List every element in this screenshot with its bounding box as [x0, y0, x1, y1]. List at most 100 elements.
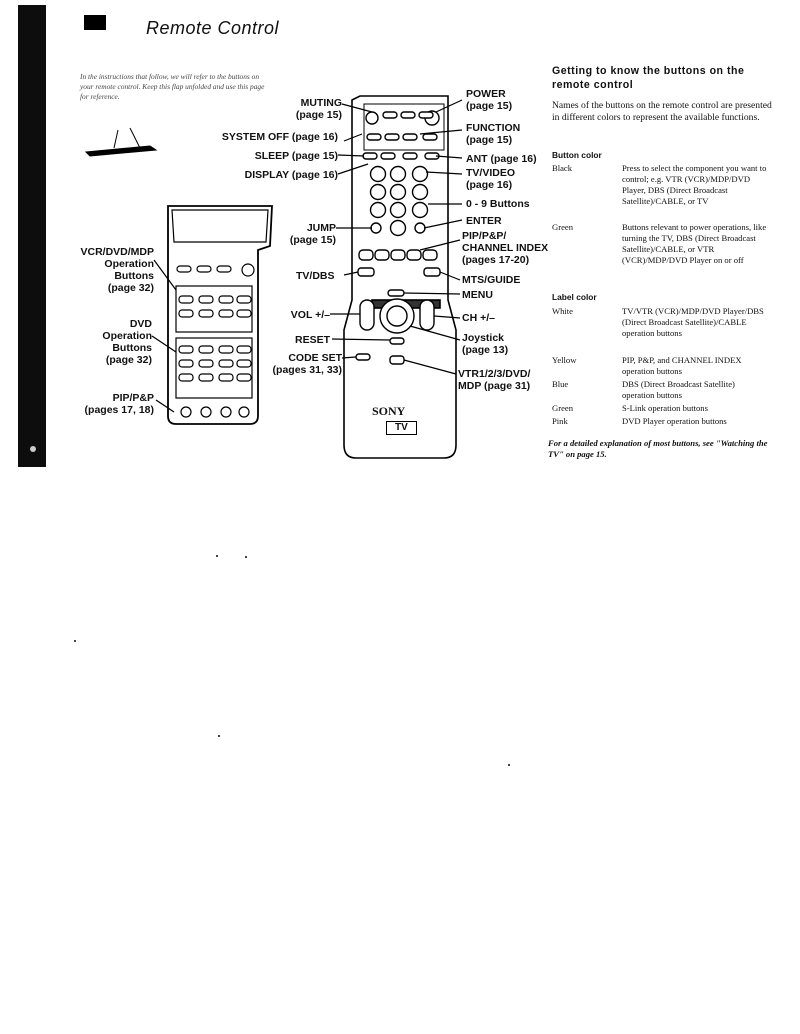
flap-dvd-button — [218, 373, 234, 382]
leader-line — [337, 163, 369, 175]
function-button — [400, 111, 416, 119]
pip-button — [422, 249, 438, 261]
function-button — [422, 133, 438, 141]
flap-dvd-button — [218, 359, 234, 368]
control-button — [362, 152, 378, 160]
label-power: POWER(page 15) — [466, 88, 513, 112]
flap-button — [196, 265, 212, 273]
flap-pip-button — [220, 406, 232, 418]
label-reset: RESET — [294, 334, 330, 346]
leader-line — [343, 271, 359, 276]
tv-dbs-button — [357, 267, 375, 277]
intro-text: In the instructions that follow, we will… — [80, 72, 265, 101]
vtr-switch — [389, 355, 405, 365]
digit-button — [389, 201, 407, 219]
flap-dvd-button — [198, 359, 214, 368]
label-pip-pp: PIP/P&P(pages 17, 18) — [84, 392, 154, 416]
control-button — [380, 152, 396, 160]
leader-line — [337, 154, 365, 157]
label-menu: MENU — [462, 289, 493, 301]
digit-button — [411, 201, 429, 219]
label-vol: VOL +/– — [290, 309, 330, 321]
flap-vcr-button — [218, 295, 234, 304]
flap-dvd-button — [198, 345, 214, 354]
leader-line — [419, 129, 463, 135]
flap-button — [176, 265, 192, 273]
leader-line — [409, 325, 461, 341]
scan-speck — [245, 556, 247, 558]
digit-button — [389, 165, 407, 183]
sidebar-heading: Getting to know the buttons on the remot… — [552, 65, 745, 91]
flap-dvd-button — [178, 359, 194, 368]
code-set-button — [355, 353, 371, 361]
sidebar-body: Names of the buttons on the remote contr… — [552, 100, 772, 123]
pip-button — [358, 249, 374, 261]
muting-button — [365, 111, 379, 125]
flap-vcr-button — [236, 309, 252, 318]
flap-dvd-button — [178, 345, 194, 354]
label-enter: ENTER — [466, 215, 502, 227]
function-button — [418, 111, 434, 119]
flap-vcr-button — [236, 295, 252, 304]
leader-line — [341, 103, 373, 113]
leader-line — [435, 99, 463, 113]
section-tab-marker — [84, 15, 106, 30]
digit-button — [411, 165, 429, 183]
label-display: DISPLAY (page 16) — [244, 169, 338, 181]
leader-line — [331, 338, 391, 341]
label-digits: 0 - 9 Buttons — [466, 198, 530, 210]
flap-button — [216, 265, 232, 273]
leader-line — [403, 359, 457, 375]
pip-button — [374, 249, 390, 261]
binding-strip — [18, 5, 46, 467]
flap-pip-button — [200, 406, 212, 418]
digit-button — [369, 201, 387, 219]
flap-vcr-button — [198, 295, 214, 304]
scan-speck — [218, 735, 220, 737]
flap-vcr-button — [178, 309, 194, 318]
leader-line — [343, 133, 363, 142]
flap-thumbnail — [84, 127, 158, 157]
label-mts-guide: MTS/GUIDE — [462, 274, 521, 286]
button-color-title: Button color — [552, 150, 602, 160]
leader-line — [419, 239, 461, 251]
enter-button — [414, 222, 426, 234]
leader-line — [403, 292, 461, 295]
leader-line — [425, 171, 463, 175]
function-button — [384, 133, 400, 141]
pip-button — [390, 249, 406, 261]
flap-vcr-button — [178, 295, 194, 304]
flap-dvd-button — [236, 345, 252, 354]
leader-line — [435, 155, 463, 159]
label-tv-dbs: TV/DBS — [296, 270, 335, 282]
label-tv-video: TV/VIDEO(page 16) — [466, 167, 516, 191]
digit-button — [389, 183, 407, 201]
flap-dvd-button — [236, 373, 252, 382]
digit-button — [411, 183, 429, 201]
label-system-off: SYSTEM OFF (page 16) — [221, 131, 338, 143]
label-sleep: SLEEP (page 15) — [254, 150, 338, 162]
function-button — [402, 133, 418, 141]
scan-speck — [508, 764, 510, 766]
vol-rocker — [359, 299, 375, 331]
flap-power-button — [241, 263, 255, 277]
flap-vcr-button — [198, 309, 214, 318]
flap-pip-button — [238, 406, 250, 418]
joystick-center — [386, 305, 408, 327]
leader-line — [341, 356, 357, 359]
label-color-title: Label color — [552, 292, 597, 302]
label-jump: JUMP(page 15) — [289, 222, 336, 246]
leader-line — [151, 335, 177, 353]
flap-dvd-button — [236, 359, 252, 368]
label-vtr: VTR1/2/3/DVD/MDP (page 31) — [458, 368, 531, 392]
function-button — [366, 133, 382, 141]
digit-button — [369, 183, 387, 201]
ch-rocker — [419, 299, 435, 331]
